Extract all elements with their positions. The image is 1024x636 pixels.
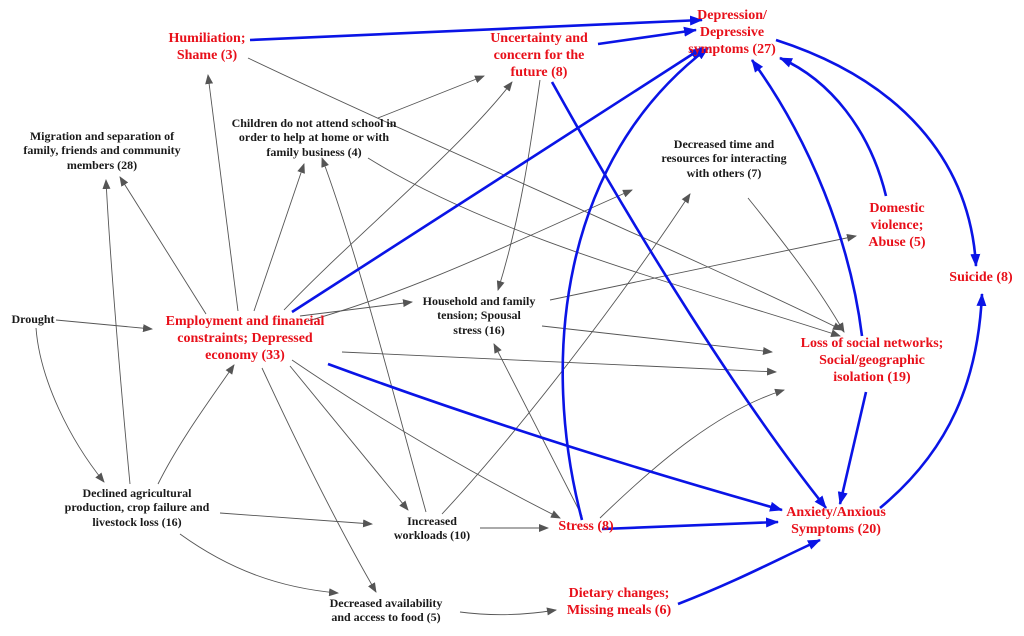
node-children: Children do not attend school in order t…	[231, 116, 397, 159]
node-uncertainty: Uncertainty and concern for the future (…	[490, 31, 588, 80]
edge-employment-to-uncertainty	[283, 81, 513, 311]
edge-stress-to-loss-social	[599, 388, 785, 519]
node-declined: Declined agricultural production, crop f…	[64, 486, 210, 529]
edge-household-to-loss-social	[541, 325, 773, 355]
node-workloads: Increased workloads (10)	[393, 514, 471, 543]
edge-workloads-to-children	[321, 157, 427, 513]
edge-drought-to-employment	[55, 319, 153, 333]
node-depression: Depression/ Depressive symptoms (27)	[688, 8, 776, 57]
edge-workloads-to-decreased-time	[441, 193, 691, 515]
node-domestic: Domestic violence; Abuse (5)	[868, 201, 926, 250]
edge-employment-to-workloads	[289, 365, 409, 511]
edge-employment-to-decreased-time	[303, 189, 633, 323]
edge-decreased-time-to-loss-social	[747, 197, 845, 333]
node-migration: Migration and separation of family, frie…	[23, 129, 181, 172]
edge-drought-to-declined	[35, 327, 105, 483]
node-household: Household and family tension; Spousal st…	[422, 294, 536, 337]
edge-children-to-loss-social	[367, 157, 841, 337]
edge-depression-to-suicide	[775, 38, 981, 267]
node-drought: Drought	[11, 312, 55, 326]
edge-employment-to-humiliation	[205, 74, 239, 312]
edge-household-to-domestic	[549, 233, 857, 301]
edge-employment-to-loss-social	[341, 351, 777, 376]
edge-employment-to-children	[253, 163, 305, 312]
edge-humiliation-to-depression	[249, 15, 703, 42]
edge-loss-social-to-anxiety	[837, 391, 868, 505]
node-suicide: Suicide (8)	[949, 270, 1013, 285]
edge-stress-to-anxiety	[601, 517, 779, 531]
node-anxiety: Anxiety/Anxious Symptoms (20)	[786, 505, 886, 537]
edge-domestic-to-depression	[779, 56, 888, 197]
edge-declined-to-employment	[157, 364, 235, 485]
edge-employment-to-food	[261, 367, 377, 593]
node-stress: Stress (8)	[558, 519, 614, 534]
edge-stress-to-depression	[561, 46, 709, 521]
node-loss-social: Loss of social networks; Social/geograph…	[800, 336, 944, 385]
node-humiliation: Humiliation; Shame (3)	[168, 31, 246, 63]
node-dietary: Dietary changes; Missing meals (6)	[566, 586, 672, 618]
edge-anxiety-to-suicide	[879, 293, 987, 510]
node-decreased-time: Decreased time and resources for interac…	[661, 137, 787, 180]
edge-dietary-to-anxiety	[677, 538, 821, 606]
edge-employment-to-depression	[291, 46, 703, 314]
edge-employment-to-household	[299, 299, 413, 317]
edge-uncertainty-to-depression	[597, 26, 697, 46]
node-food: Decreased availability and access to foo…	[329, 596, 443, 625]
edge-declined-to-food	[179, 533, 339, 597]
edge-employment-to-anxiety	[327, 362, 783, 512]
edge-employment-to-migration	[119, 176, 207, 315]
edge-children-to-uncertainty	[377, 75, 485, 119]
edge-loss-social-to-depression	[750, 59, 864, 337]
edge-food-to-dietary	[459, 607, 557, 616]
edge-declined-to-workloads	[219, 512, 373, 528]
node-employment: Employment and financial constraints; De…	[165, 314, 325, 363]
edge-stress-to-household	[493, 343, 583, 517]
edge-employment-to-stress	[291, 359, 561, 519]
edge-uncertainty-to-anxiety	[550, 81, 828, 509]
edge-declined-to-migration	[102, 179, 131, 485]
edge-uncertainty-to-household	[496, 79, 541, 291]
edge-humiliation-to-loss-social	[247, 57, 843, 331]
